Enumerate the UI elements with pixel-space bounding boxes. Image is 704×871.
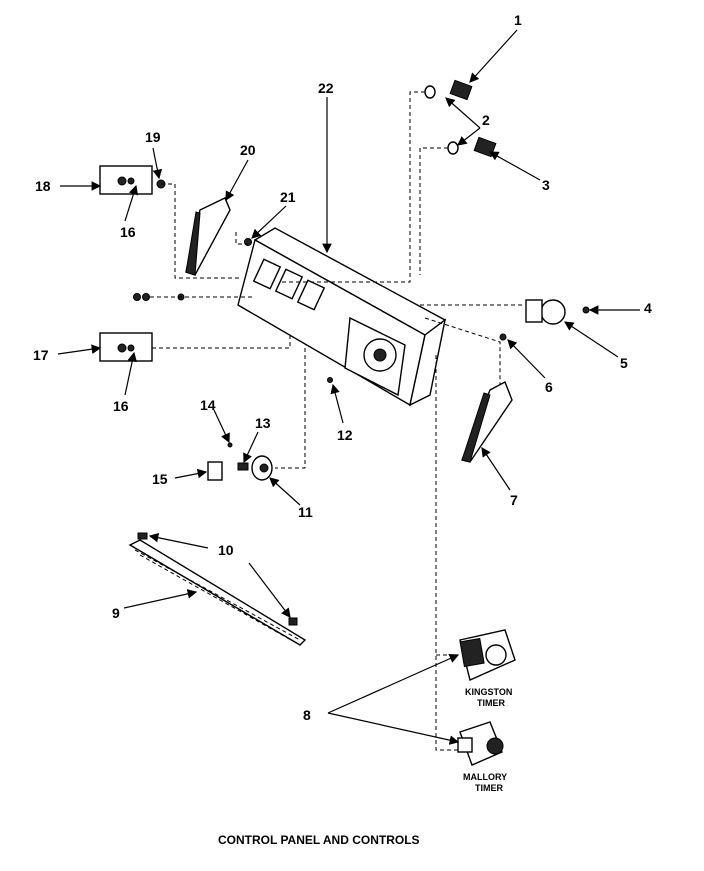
callout-10: 10	[218, 542, 234, 558]
connection-lines	[150, 91, 525, 751]
diagram-caption: CONTROL PANEL AND CONTROLS	[218, 833, 420, 847]
callout-16-top: 16	[120, 224, 136, 240]
callout-3: 3	[542, 177, 550, 193]
callout-6: 6	[545, 379, 553, 395]
callout-20: 20	[240, 142, 256, 158]
bracket-part-17	[99, 332, 153, 362]
knob-part-3	[447, 136, 497, 158]
callout-9: 9	[112, 605, 120, 621]
slide-knob-part-15	[207, 461, 223, 481]
callout-17: 17	[33, 347, 49, 363]
callout-1: 1	[514, 12, 522, 28]
clip-part-10-b	[288, 617, 298, 626]
clip-part-10-a	[137, 532, 148, 540]
kingston-timer	[459, 629, 516, 681]
switch-part-5	[525, 299, 590, 325]
callout-21: 21	[280, 189, 296, 205]
callout-19: 19	[145, 129, 161, 145]
callout-16-bottom: 16	[113, 398, 129, 414]
leader-lines	[57, 29, 640, 745]
callout-12: 12	[337, 427, 353, 443]
callout-4: 4	[644, 300, 652, 316]
callout-22: 22	[318, 80, 334, 96]
callout-14: 14	[200, 397, 216, 413]
knob-part-1	[424, 79, 473, 101]
right-end-cap	[461, 381, 513, 463]
mallory-timer-label-line1: MALLORY	[463, 772, 507, 782]
mallory-timer-label-line2: TIMER	[475, 783, 503, 793]
kingston-timer-label-line1: KINGSTON	[465, 687, 512, 697]
callout-2: 2	[482, 112, 490, 128]
pin-part-14	[227, 442, 233, 448]
wire-harness-part-9	[128, 539, 307, 646]
bracket-part-18	[99, 165, 153, 195]
callout-8: 8	[303, 707, 311, 723]
callout-15: 15	[152, 471, 168, 487]
callout-7: 7	[510, 492, 518, 508]
mallory-timer	[457, 721, 504, 766]
screw-part-12	[327, 377, 333, 383]
spring-part-13	[237, 462, 249, 471]
control-panel-console	[237, 227, 447, 407]
screw-part-6	[499, 333, 507, 341]
callout-13: 13	[255, 415, 271, 431]
callout-5: 5	[620, 355, 628, 371]
callout-18: 18	[35, 178, 51, 194]
kingston-timer-label-line2: TIMER	[477, 698, 505, 708]
callout-11: 11	[298, 504, 313, 520]
loose-fasteners	[133, 293, 185, 301]
left-end-cap	[185, 197, 231, 276]
knob-part-11	[251, 455, 273, 481]
